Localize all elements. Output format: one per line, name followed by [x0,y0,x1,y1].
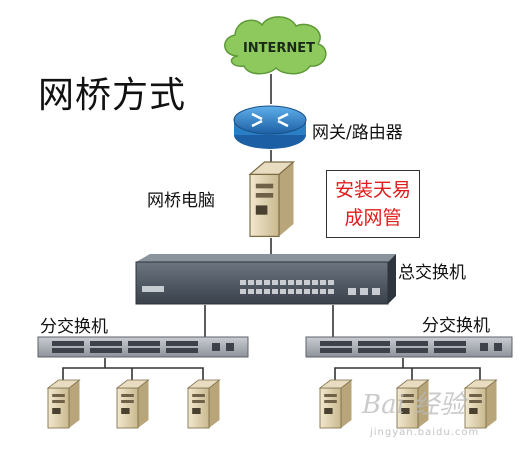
server-icon [319,379,353,429]
watermark-logo: Bai 经验 [362,390,466,420]
server-icon [187,379,221,429]
right-switch-label: 分交换机 [422,316,490,336]
left-switch-label: 分交换机 [40,317,108,337]
link-left-servers [62,358,204,380]
bridge-pc-icon [249,161,295,238]
internet-cloud-icon [224,16,327,75]
router-icon [233,105,307,149]
diagram-title: 网桥方式 [38,75,187,116]
server-icon [464,379,498,429]
left-switch-icon [37,336,249,358]
core-switch-icon [135,254,396,305]
install-note-line-1: 安装天易 [334,179,411,201]
core-switch-label: 总交换机 [398,263,466,283]
server-icon [116,379,150,429]
bridge-pc-label: 网桥电脑 [147,191,215,211]
internet-label: INTERNET [242,41,316,56]
connection-lines [62,74,481,380]
install-note-box: 安装天易 成网管 [326,170,420,238]
server-icon [47,379,81,429]
install-note-line-2: 成网管 [344,207,402,229]
watermark-url: jingyan.baidu.com [370,427,480,438]
gateway-router-label: 网关/路由器 [312,123,403,143]
link-right-servers [334,358,481,380]
right-switch-icon [305,336,513,358]
